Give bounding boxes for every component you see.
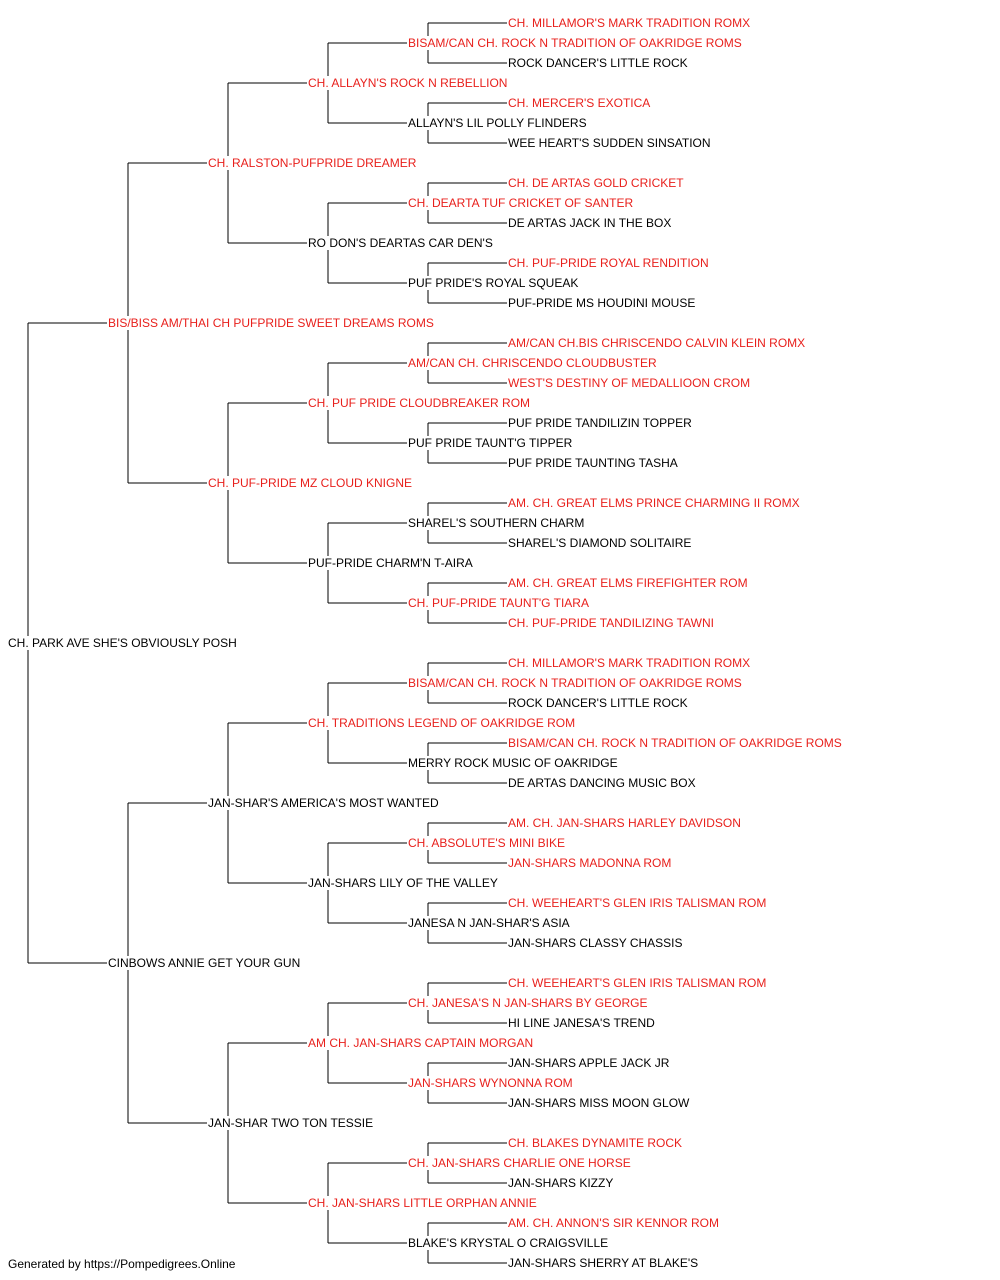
ancestor-name: CH. PUF-PRIDE ROYAL RENDITION [507,256,710,270]
ancestor-name: JAN-SHARS MADONNA ROM [507,856,673,870]
ancestor-name: CH. PUF PRIDE CLOUDBREAKER ROM [307,396,532,410]
ancestor-name: PUF PRIDE TAUNTING TASHA [507,456,679,470]
ancestor-name: CH. PUF-PRIDE TANDILIZING TAWNI [507,616,716,630]
ancestor-name: CH. MILLAMOR'S MARK TRADITION ROMX [507,16,752,30]
ancestor-name: JAN-SHARS WYNONNA ROM [407,1076,574,1090]
ancestor-name: JAN-SHAR TWO TON TESSIE [207,1116,375,1130]
generator-credit: Generated by https://Pompedigrees.Online [8,1257,236,1271]
ancestor-name: ALLAYN'S LIL POLLY FLINDERS [407,116,588,130]
ancestor-name: SHAREL'S SOUTHERN CHARM [407,516,586,530]
ancestor-name: CH. PUF-PRIDE MZ CLOUD KNIGNE [207,476,414,490]
ancestor-name: JANESA N JAN-SHAR'S ASIA [407,916,571,930]
ancestor-name: CH. JAN-SHARS CHARLIE ONE HORSE [407,1156,632,1170]
ancestor-name: JAN-SHARS KIZZY [507,1176,615,1190]
ancestor-name: ROCK DANCER'S LITTLE ROCK [507,56,689,70]
ancestor-name: BIS/BISS AM/THAI CH PUFPRIDE SWEET DREAM… [107,316,435,330]
ancestor-name: CH. WEEHEART'S GLEN IRIS TALISMAN ROM [507,896,768,910]
ancestor-name: CH. JANESA'S N JAN-SHARS BY GEORGE [407,996,649,1010]
ancestor-name: CH. ALLAYN'S ROCK N REBELLION [307,76,509,90]
ancestor-name: AM. CH. GREAT ELMS FIREFIGHTER ROM [507,576,749,590]
ancestor-name: WEE HEART'S SUDDEN SINSATION [507,136,712,150]
ancestor-name: CH. JAN-SHARS LITTLE ORPHAN ANNIE [307,1196,538,1210]
ancestor-name: CH. DE ARTAS GOLD CRICKET [507,176,685,190]
ancestor-name: PUF PRIDE TANDILIZIN TOPPER [507,416,693,430]
ancestor-name: BLAKE'S KRYSTAL O CRAIGSVILLE [407,1236,610,1250]
ancestor-name: AM/CAN CH. CHRISCENDO CLOUDBUSTER [407,356,658,370]
subject-dog-name: CH. PARK AVE SHE'S OBVIOUSLY POSH [7,636,238,650]
ancestor-name: WEST'S DESTINY OF MEDALLIOON CROM [507,376,752,390]
ancestor-name: ROCK DANCER'S LITTLE ROCK [507,696,689,710]
ancestor-name: RO DON'S DEARTAS CAR DEN'S [307,236,494,250]
ancestor-name: CH. MILLAMOR'S MARK TRADITION ROMX [507,656,752,670]
ancestor-name: DE ARTAS DANCING MUSIC BOX [507,776,697,790]
ancestor-name: JAN-SHARS MISS MOON GLOW [507,1096,691,1110]
ancestor-name: DE ARTAS JACK IN THE BOX [507,216,673,230]
ancestor-name: JAN-SHARS SHERRY AT BLAKE'S [507,1256,700,1270]
ancestor-name: CH. DEARTA TUF CRICKET OF SANTER [407,196,635,210]
ancestor-name: PUF PRIDE'S ROYAL SQUEAK [407,276,580,290]
ancestor-name: BISAM/CAN CH. ROCK N TRADITION OF OAKRID… [407,676,743,690]
ancestor-name: SHAREL'S DIAMOND SOLITAIRE [507,536,693,550]
ancestor-name: BISAM/CAN CH. ROCK N TRADITION OF OAKRID… [407,36,743,50]
ancestor-name: JAN-SHAR'S AMERICA'S MOST WANTED [207,796,440,810]
ancestor-name: AM CH. JAN-SHARS CAPTAIN MORGAN [307,1036,535,1050]
ancestor-name: JAN-SHARS LILY OF THE VALLEY [307,876,499,890]
ancestor-name: CH. BLAKES DYNAMITE ROCK [507,1136,684,1150]
ancestor-name: PUF-PRIDE MS HOUDINI MOUSE [507,296,697,310]
ancestor-name: JAN-SHARS CLASSY CHASSIS [507,936,684,950]
ancestor-name: BISAM/CAN CH. ROCK N TRADITION OF OAKRID… [507,736,843,750]
ancestor-name: CH. MERCER'S EXOTICA [507,96,652,110]
ancestor-name: CH. PUF-PRIDE TAUNT'G TIARA [407,596,590,610]
ancestor-name: AM. CH. GREAT ELMS PRINCE CHARMING II RO… [507,496,801,510]
ancestor-name: CH. WEEHEART'S GLEN IRIS TALISMAN ROM [507,976,768,990]
ancestor-name: PUF-PRIDE CHARM'N T-AIRA [307,556,474,570]
ancestor-name: HI LINE JANESA'S TREND [507,1016,656,1030]
ancestor-name: AM. CH. JAN-SHARS HARLEY DAVIDSON [507,816,742,830]
ancestor-name: CH. ABSOLUTE'S MINI BIKE [407,836,566,850]
ancestor-name: CINBOWS ANNIE GET YOUR GUN [107,956,302,970]
ancestor-name: PUF PRIDE TAUNT'G TIPPER [407,436,574,450]
ancestor-name: MERRY ROCK MUSIC OF OAKRIDGE [407,756,619,770]
ancestor-name: CH. TRADITIONS LEGEND OF OAKRIDGE ROM [307,716,577,730]
ancestor-name: AM. CH. ANNON'S SIR KENNOR ROM [507,1216,720,1230]
ancestor-name: CH. RALSTON-PUFPRIDE DREAMER [207,156,418,170]
ancestor-name: JAN-SHARS APPLE JACK JR [507,1056,671,1070]
ancestor-name: AM/CAN CH.BIS CHRISCENDO CALVIN KLEIN RO… [507,336,807,350]
